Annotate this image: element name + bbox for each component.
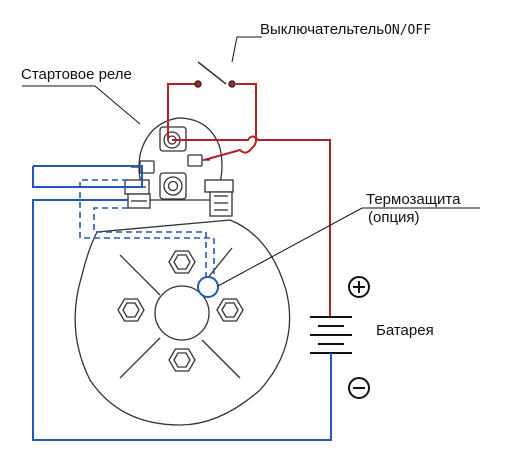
hex-bolt [168,250,196,274]
thermo-label: Термозащита [366,191,461,208]
battery-label: Батарея [376,322,434,339]
thermo-option-label: (опция) [368,209,420,226]
leader-lines [22,36,480,287]
starter-motor [74,219,291,426]
switch-label: ВыключательтельON/OFF [260,22,431,37]
switch-label-text: Выключательтель [260,21,385,38]
hex-bolt [168,348,196,372]
battery [310,316,352,354]
hex-bolt [216,298,244,322]
hex-bolt [117,298,145,322]
on-off-switch [194,61,236,88]
switch-onoff-text: ON/OFF [384,23,432,38]
relay-terminal-bottom [163,176,183,196]
motor-hub [154,285,210,341]
plus-terminal-icon [348,276,370,298]
negative-wires [32,165,332,441]
positive-wires [167,83,331,317]
thermal-protection-sensor [197,276,219,298]
relay-label: Стартовое реле [21,66,132,83]
motor-housing [74,219,291,426]
minus-terminal-icon [348,377,370,399]
thermal-wires [79,179,215,278]
